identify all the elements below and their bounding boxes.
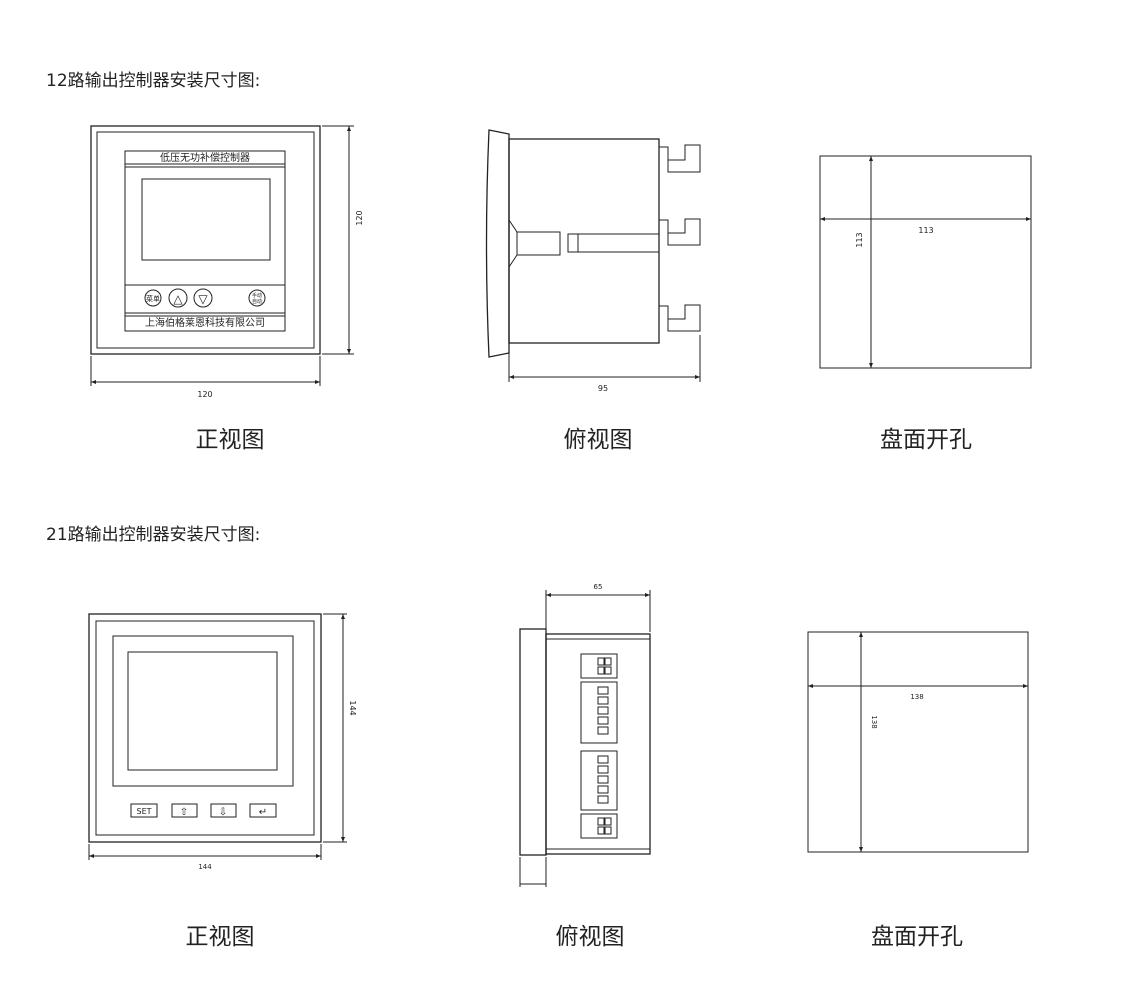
s1-cutout-width-dim: 113 [918, 226, 933, 235]
s1-cutout-height-dim: 113 [855, 232, 864, 247]
s1-cutout: 113 113 [819, 155, 1032, 369]
s1-front-panel [124, 150, 286, 332]
s1-cutout-rect [819, 155, 1032, 369]
s1-front-outer-frame [90, 125, 321, 355]
s2-down-button[interactable] [210, 803, 237, 818]
s1-panel-title: 低压无功补偿控制器 [160, 151, 250, 164]
s1-side-body [508, 138, 660, 344]
s2-front-bezel [112, 635, 294, 787]
s2-terminal-block-2 [580, 681, 618, 744]
section-1-title: 12路输出控制器安装尺寸图: [46, 71, 261, 91]
s1-display-screen [141, 178, 271, 261]
s1-cutout-label: 盘面开孔 [880, 427, 972, 453]
s1-auto-label: 自动 [252, 298, 262, 305]
s2-set-button-label: SET [136, 807, 151, 816]
s1-side-bezel [485, 129, 510, 358]
s2-front-height-dim: 144 [348, 700, 357, 715]
s2-up-button[interactable] [171, 803, 198, 818]
s2-front-outer-frame [88, 613, 322, 843]
s1-side-view: 95 [485, 129, 701, 393]
s1-up-arrow-icon: △ [173, 292, 183, 306]
s1-side-depth-dim: 95 [598, 384, 608, 393]
s2-cutout: 138 138 [807, 631, 1029, 853]
s2-cutout-label: 盘面开孔 [871, 924, 963, 950]
s2-front-view-label: 正视图 [185, 924, 255, 950]
s1-front-height-dim: 120 [355, 210, 364, 225]
s1-front-width-dim: 120 [197, 390, 212, 399]
s2-terminal-block-3 [580, 750, 618, 811]
s1-front-view: 低压无功补偿控制器 菜单 △ ▽ 手动 自动 上海伯格莱恩科技有限公司 120 … [90, 125, 364, 399]
s2-cutout-rect [807, 631, 1029, 853]
s2-cutout-height-dim: 138 [870, 715, 878, 728]
s1-company-name: 上海伯格莱恩科技有限公司 [145, 316, 265, 329]
s1-menu-button[interactable] [144, 289, 162, 307]
s1-menu-button-label: 菜单 [146, 294, 160, 303]
s2-side-bezel [519, 628, 547, 856]
s1-down-button[interactable] [193, 288, 213, 308]
s2-front-view: SET ⇧ ⇩ ↵ 144 144 [88, 613, 357, 871]
s2-enter-button[interactable] [249, 803, 277, 818]
s2-front-inner-frame [95, 620, 315, 836]
s2-side-view-label: 俯视图 [555, 924, 625, 950]
s1-manual-label: 手动 [252, 292, 262, 299]
s2-terminal-block-1 [580, 653, 618, 679]
s2-side-body [545, 633, 651, 855]
s2-enter-icon: ↵ [259, 807, 267, 818]
s2-up-arrow-icon: ⇧ [180, 807, 188, 818]
section-2-title: 21路输出控制器安装尺寸图: [46, 525, 261, 545]
s1-up-button[interactable] [168, 288, 188, 308]
s1-front-inner-frame [96, 131, 315, 349]
s2-cutout-width-dim: 138 [910, 693, 923, 701]
s1-side-view-label: 俯视图 [563, 427, 633, 453]
s1-down-arrow-icon: ▽ [198, 292, 208, 306]
s2-terminal-block-4 [580, 813, 618, 839]
s2-front-width-dim: 144 [198, 863, 212, 871]
s2-side-view: 65 [519, 583, 651, 887]
s1-front-view-label: 正视图 [195, 427, 265, 453]
s2-side-depth-dim: 65 [594, 583, 603, 591]
s2-display-screen [127, 651, 278, 771]
s2-down-arrow-icon: ⇩ [219, 807, 227, 818]
s1-manual-auto-button[interactable] [248, 289, 266, 307]
s2-set-button[interactable] [130, 803, 158, 818]
